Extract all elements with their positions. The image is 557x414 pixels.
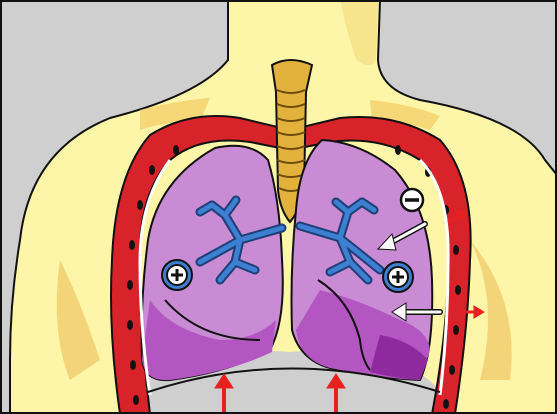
- plus-sign-icon-left: [167, 265, 187, 285]
- plus-sign-icon-right: [388, 267, 408, 287]
- minus-sign-icon: [401, 189, 423, 211]
